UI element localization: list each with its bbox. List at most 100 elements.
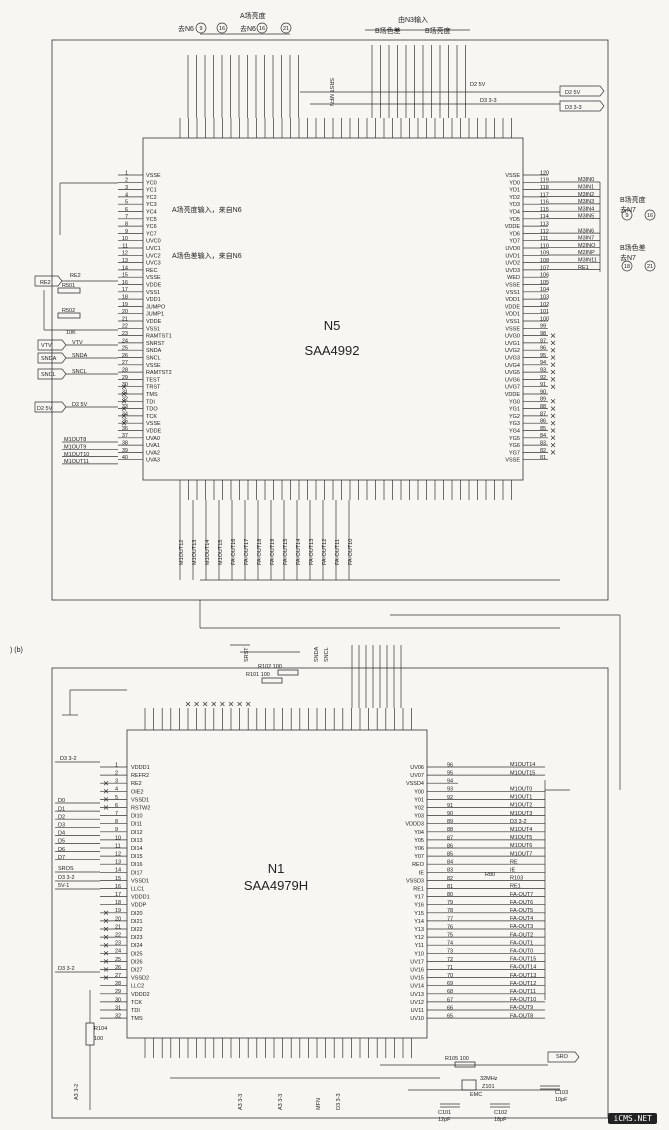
nc-mark bbox=[550, 399, 556, 404]
n1-left-pin-name: RE2 bbox=[131, 781, 142, 787]
n1-left-pin-name: DI13 bbox=[131, 838, 143, 844]
n5-ref-n7-16 bbox=[644, 209, 656, 221]
n5-right-net-label: M2INP bbox=[578, 250, 595, 256]
n1-right-pin-name: Y16 bbox=[414, 903, 424, 909]
n5-a-luma-label: A场亮度 bbox=[240, 11, 266, 20]
n1-snda-label: SNDA bbox=[314, 646, 320, 662]
watermark: iCMS.NET bbox=[608, 1113, 657, 1124]
n1-right-pin-name: Y05 bbox=[414, 838, 424, 844]
n1-r104-label: R104 bbox=[94, 1026, 107, 1032]
n5-right-pin-number: 108 bbox=[540, 258, 549, 264]
n1-right-net-label: M1OUT2 bbox=[510, 803, 532, 809]
n1-right-pin-number: 76 bbox=[447, 924, 453, 930]
n5-ref-9: 9 bbox=[199, 26, 202, 32]
n5-left-pin-name: RAMTST2 bbox=[146, 370, 172, 376]
n1-left-pin-number: 1 bbox=[115, 762, 118, 768]
n1-right-pin-name: Y11 bbox=[415, 943, 424, 949]
n1-right-net-label: RE1 bbox=[510, 884, 521, 890]
n1-left-pin-name: VDDD2 bbox=[131, 992, 150, 998]
n1-left-pin-number: 15 bbox=[115, 876, 121, 882]
n5-left-pin-name: YC2 bbox=[146, 195, 157, 201]
n5-bottom-net-label: M1OUT13 bbox=[192, 540, 198, 565]
n1-d33b-label: D3 3-2 bbox=[58, 875, 75, 881]
n1-right-pin-number: 95 bbox=[447, 771, 453, 777]
n5-ref-n7-21 bbox=[644, 260, 656, 272]
n1-right-pin-number: 79 bbox=[447, 900, 453, 906]
n1-right-pin-number: 80 bbox=[447, 892, 453, 898]
n5-left-pin-number: 14 bbox=[122, 265, 128, 271]
n5-ref-n7-18-label: 18 bbox=[624, 264, 630, 270]
n1-z101-label: Z101 bbox=[482, 1084, 495, 1090]
n5-right-pin-name: UVG1 bbox=[505, 341, 520, 347]
n5-to-n7: 去N7 bbox=[620, 205, 636, 214]
n1-sncl-label: SNCL bbox=[324, 647, 330, 662]
n5-ref-n7-18 bbox=[621, 260, 633, 272]
n1-left-pin-number: 29 bbox=[115, 989, 121, 995]
n1-d-label: D2 bbox=[58, 814, 65, 820]
n5-right-pin-number: 81 bbox=[540, 455, 546, 461]
n5-right-net-label: M3IN0 bbox=[578, 177, 594, 183]
nc-mark bbox=[121, 406, 127, 411]
n1-right-pin-name: UV12 bbox=[410, 1000, 424, 1006]
n5-d25-port-label: D2 5V bbox=[565, 90, 581, 96]
n1-right-pin-number: 77 bbox=[447, 916, 453, 922]
nc-mark bbox=[550, 355, 556, 360]
n5-left-pin-number: 34 bbox=[122, 411, 128, 417]
nc-mark bbox=[103, 934, 109, 940]
n5-left-pin-name: TRST bbox=[146, 385, 161, 391]
n1-right-pin-number: 93 bbox=[447, 787, 453, 793]
n5-right-pin-name: UVG5 bbox=[505, 370, 520, 376]
n1-r105-resistor bbox=[454, 1061, 476, 1068]
n1-right-pin-name: REO bbox=[412, 862, 425, 868]
n1-c102-value: 18pF bbox=[494, 1117, 507, 1123]
n1-right-net-label: M1OUT1 bbox=[510, 795, 532, 801]
n1-left-pin-number: 19 bbox=[115, 908, 121, 914]
n1-left-pin-name: DI11 bbox=[131, 822, 142, 828]
n5-right-pin-number: 110 bbox=[540, 243, 549, 249]
n5-right-pin-name: VSSE bbox=[505, 173, 520, 179]
nc-mark bbox=[550, 413, 556, 419]
n5-left-pin-name: VSS1 bbox=[146, 290, 160, 296]
n5-b-luma-n7: B场亮度 bbox=[620, 195, 646, 204]
n5-left-pin-name: YC0 bbox=[146, 180, 157, 186]
n1-d-label: D3 bbox=[58, 823, 65, 829]
nc-mark bbox=[211, 701, 217, 707]
n5-left-pin-number: 3 bbox=[125, 185, 128, 191]
n1-left-pin-number: 6 bbox=[115, 803, 118, 809]
n1-right-pin-name: RE1 bbox=[413, 887, 424, 893]
n5-right-pin-name: WED bbox=[507, 275, 520, 281]
n5-left-pin-name: VSSE bbox=[146, 173, 161, 179]
n1-c101-label: C101 bbox=[438, 1110, 451, 1116]
n5-sncl-port bbox=[37, 368, 67, 380]
n5-d25-port bbox=[559, 85, 605, 97]
n1-left-pin-number: 2 bbox=[115, 771, 118, 777]
n1-right-pin-number: 70 bbox=[447, 973, 453, 979]
n5-right-pin-name: YG4 bbox=[509, 429, 520, 435]
n5-left-pin-number: 17 bbox=[122, 287, 128, 293]
n1-right-pin-number: 94 bbox=[447, 779, 453, 785]
n1-left-pin-name: LLC2 bbox=[131, 984, 144, 990]
n5-left-pin-number: 40 bbox=[122, 455, 128, 461]
n5-left-pin-number: 5 bbox=[125, 200, 128, 206]
n1-left-pin-name: TMS bbox=[131, 1016, 143, 1022]
n5-left-pin-number: 11 bbox=[122, 243, 128, 249]
n5-right-pin-number: 96 bbox=[540, 346, 546, 352]
n1-right-net-label: M1OUT3 bbox=[510, 811, 532, 817]
n5-right-pin-name: YD6 bbox=[509, 231, 520, 237]
n5-m-net-label: M1OUT11 bbox=[64, 459, 89, 465]
n5-offpage-ref-21 bbox=[280, 22, 292, 34]
n5-left-pin-name: REC bbox=[146, 268, 158, 274]
n5-right-pin-number: 85 bbox=[540, 426, 546, 432]
n1-d-label: D6 bbox=[58, 847, 65, 853]
n1-right-pin-name: Y00 bbox=[414, 789, 424, 795]
n5-bottom-net-label: M1OUT15 bbox=[218, 540, 224, 565]
n1-left-pin-number: 28 bbox=[115, 981, 121, 987]
n5-left-pin-name: TDI bbox=[146, 399, 155, 405]
n5-d33-label: D3 3-3 bbox=[480, 98, 497, 104]
n5-right-pin-name: YG1 bbox=[509, 407, 520, 413]
n1-right-pin-name: UV13 bbox=[410, 992, 424, 998]
n5-right-pin-number: 83 bbox=[540, 441, 546, 447]
n1-left-pin-number: 30 bbox=[115, 997, 121, 1003]
n5-right-pin-name: VSS1 bbox=[506, 290, 520, 296]
n5-right-pin-name: YD7 bbox=[509, 239, 520, 245]
